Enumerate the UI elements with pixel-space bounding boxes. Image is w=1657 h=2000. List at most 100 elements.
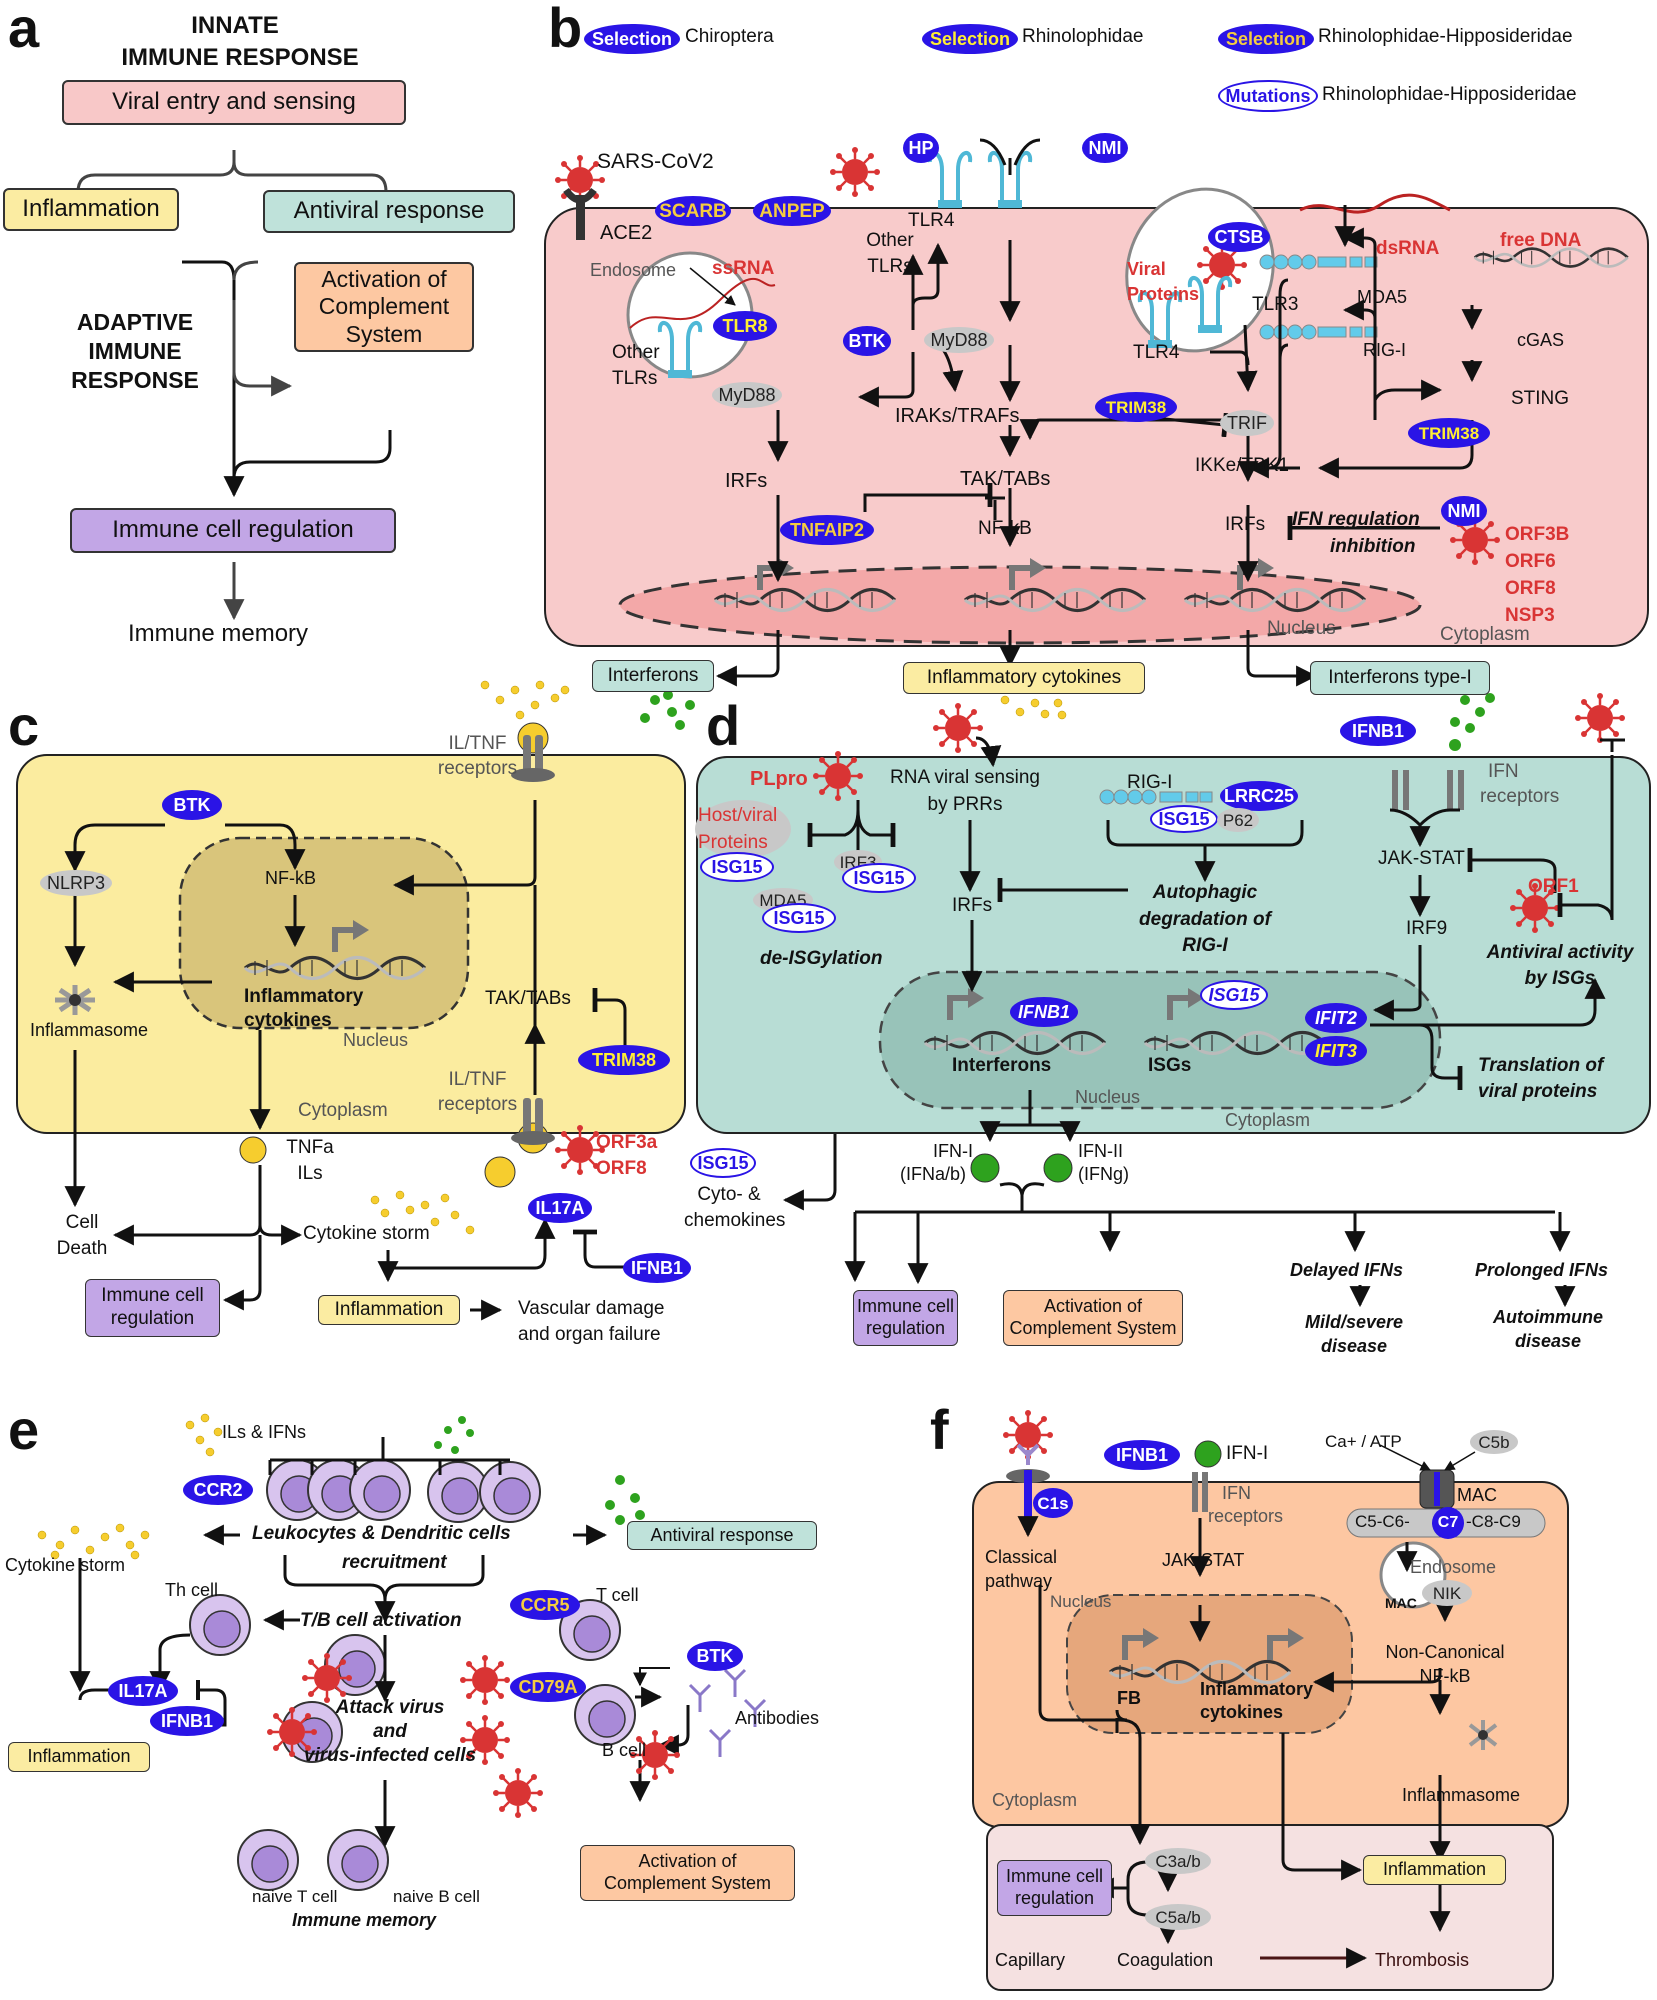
d-immune-reg-box: Immune cell regulation xyxy=(853,1290,958,1346)
b-ikke-tbk1: IKKe/TBK1 xyxy=(1195,455,1289,476)
b-nmi-badge: NMI xyxy=(1441,496,1487,526)
c-btk-badge: BTK xyxy=(162,790,222,820)
b-nf-kb: NF-kB xyxy=(978,518,1032,539)
c-tnfa: TNFa xyxy=(286,1137,334,1158)
d-rig-i: RIG-I xyxy=(1127,772,1173,793)
c-ifnb1-badge: IFNB1 xyxy=(623,1253,691,1283)
b-other-tlrs-top: Other TLRs xyxy=(860,228,920,279)
d-antiviral-activity: Antiviral activity by ISGs xyxy=(1470,940,1650,991)
c-nlrp3: NLRP3 xyxy=(40,870,112,896)
d-ifnb1-top-badge: IFNB1 xyxy=(1340,716,1416,746)
mda5-domains-icon xyxy=(1259,254,1378,270)
ifn-receptor-d-icon xyxy=(1392,739,1464,810)
b-other-tlrs-l1: Other xyxy=(612,342,660,363)
d-auto-l1: Autoimmune xyxy=(1493,1307,1603,1327)
ifn1-ligand-f-icon xyxy=(1194,1440,1222,1468)
b-out-inflammatory: Inflammatory cytokines xyxy=(903,662,1145,694)
c-il-tnf-top: IL/TNF receptors xyxy=(430,732,525,781)
inflammasome-icon xyxy=(55,985,95,1015)
b-anpep-badge: ANPEP xyxy=(753,196,831,226)
d-jak-stat: JAK-STAT xyxy=(1378,848,1465,869)
c-il-tnf-top-l2: receptors xyxy=(437,757,518,779)
e-recruitment: recruitment xyxy=(342,1552,447,1573)
f-classical-l1: Classical xyxy=(985,1547,1058,1567)
b-other-tlrs-top-l2: TLRs xyxy=(867,255,913,277)
f-inflam-cyt-l2: cytokines xyxy=(1200,1702,1284,1723)
ifn-receptor-f-icon xyxy=(1192,1472,1208,1512)
a-inflammation-box: Inflammation xyxy=(3,188,179,231)
b-myd88-b: MyD88 xyxy=(712,382,782,408)
c-cell-death-l1: Cell xyxy=(65,1212,99,1233)
d-isg15-badge-2: ISG15 xyxy=(842,863,916,893)
e-complement-box: Activation of Complement System xyxy=(580,1845,795,1901)
d-translation-l2: viral proteins xyxy=(1478,1080,1598,1102)
panel-d-arrows xyxy=(807,736,1625,1308)
f-c5b: C5b xyxy=(1470,1430,1518,1454)
d-ifit3-badge: IFIT3 xyxy=(1305,1036,1367,1066)
d-isg15-badge-1: ISG15 xyxy=(700,852,774,882)
b-irfs-left: IRFs xyxy=(725,470,768,492)
b-other-tlrs: Other TLRs xyxy=(612,340,660,391)
d-lrrc25-badge: LRRC25 xyxy=(1220,781,1298,811)
dsrna-strand-icon xyxy=(1299,193,1451,214)
c-vascular-damage: Vascular damage and organ failure xyxy=(518,1296,664,1347)
b-myd88-a: MyD88 xyxy=(924,327,994,353)
d-complement-box: Activation of Complement System xyxy=(1003,1290,1183,1346)
d-isgs: ISGs xyxy=(1148,1055,1192,1076)
c-ils: ILs xyxy=(297,1162,323,1184)
e-attack-l3: virus-infected cells xyxy=(303,1744,477,1766)
f-c5ab: C5a/b xyxy=(1145,1904,1211,1930)
c-vascular-l1: Vascular damage xyxy=(518,1298,665,1319)
a-adaptive-l3: RESPONSE xyxy=(71,366,199,393)
c-orf3a: ORF3a xyxy=(596,1132,658,1153)
a-adaptive-l1: ADAPTIVE xyxy=(76,309,194,335)
c-immune-reg-box: Immune cell regulation xyxy=(85,1279,220,1337)
c-orf8: ORF8 xyxy=(596,1157,647,1179)
e-attack-l2: and xyxy=(373,1720,407,1742)
b-tlr4-endo: TLR4 xyxy=(1133,342,1180,363)
d-complement-l2: Complement System xyxy=(1009,1318,1177,1338)
d-immune-reg-l1: Immune cell xyxy=(856,1296,955,1317)
b-rig-i: RIG-I xyxy=(1363,340,1406,360)
d-ifn2-l2: (IFNg) xyxy=(1078,1164,1129,1185)
f-nucleus-label: Nucleus xyxy=(1050,1592,1112,1611)
c-cytokine-storm: Cytokine storm xyxy=(303,1223,430,1244)
b-other-tlrs-l2: TLRs xyxy=(612,367,658,389)
b-btk-badge: BTK xyxy=(843,326,891,356)
e-ils-ifns: ILs & IFNs xyxy=(222,1422,307,1442)
c-il17a-badge: IL17A xyxy=(528,1193,592,1223)
c-tak-tabs: TAK/TABs xyxy=(485,988,571,1009)
f-inflam-cyt-l1: Inflammatory xyxy=(1200,1679,1314,1699)
b-trif: TRIF xyxy=(1220,410,1274,436)
a-complement-l1: Activation of xyxy=(321,265,447,292)
ifn1-ligand-icon xyxy=(970,1153,1000,1183)
ifn-green-dots xyxy=(640,690,1495,733)
c-il-tnf-bottom: IL/TNF receptors xyxy=(430,1068,525,1117)
b-irfs-right: IRFs xyxy=(1225,514,1266,535)
f-noncanon-l1: Non-Canonical xyxy=(1385,1642,1505,1662)
b-ctsb-badge: CTSB xyxy=(1208,222,1270,252)
e-inflammation-box: Inflammation xyxy=(8,1742,150,1772)
d-irfs: IRFs xyxy=(952,895,993,916)
e-complement-l2: Complement System xyxy=(603,1873,772,1893)
f-c7-badge: C7 xyxy=(1432,1507,1464,1539)
d-ifn1: IFN-I (IFNa/b) xyxy=(893,1140,973,1187)
b-tnfaip2-badge: TNFAIP2 xyxy=(780,515,874,545)
b-orf6: ORF6 xyxy=(1505,550,1556,572)
c-inflam-cyt-l1: Inflammatory xyxy=(244,986,364,1007)
b-viral-proteins-l1: Viral xyxy=(1127,259,1166,279)
c-inflammasome: Inflammasome xyxy=(30,1020,149,1040)
legend-label-rhinolophidae: Rhinolophidae xyxy=(1022,26,1144,47)
panel-e-ifn-dots xyxy=(434,1416,645,1525)
f-cytoplasm-label: Cytoplasm xyxy=(992,1790,1078,1810)
b-nmi-top-badge: NMI xyxy=(1082,133,1128,163)
c-cyto-l2: chemokines xyxy=(684,1209,786,1231)
d-ifn1-l1: IFN-I xyxy=(933,1141,973,1161)
f-non-canonical-nfkb: Non-Canonical NF-kB xyxy=(1370,1640,1520,1689)
c-cyto-l1: Cyto- & xyxy=(697,1184,761,1205)
e-antiviral-box: Antiviral response xyxy=(627,1521,817,1550)
b-other-tlrs-top-l1: Other xyxy=(866,230,914,251)
d-ifit2-badge: IFIT2 xyxy=(1305,1003,1367,1033)
b-tlr4-top: TLR4 xyxy=(908,210,955,231)
legend-label-mutations: Rhinolophidae-Hipposideridae xyxy=(1322,84,1577,105)
